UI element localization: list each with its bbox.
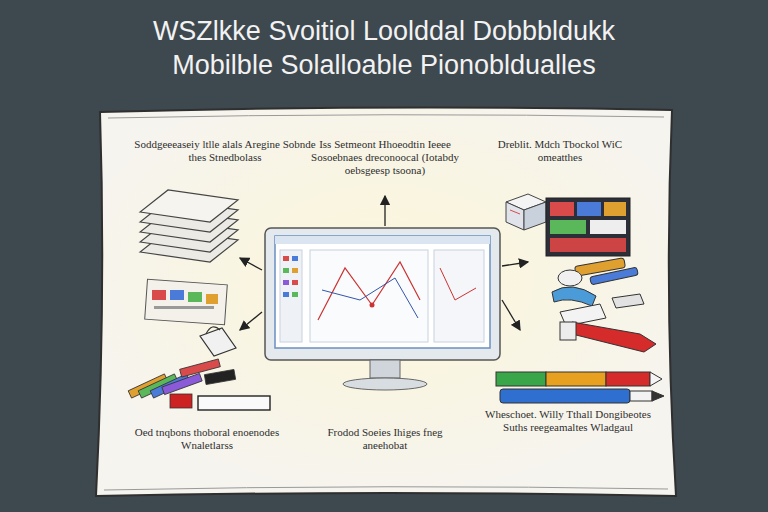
note-label: Soddgeeeaseiy ltlle alals Aregine Sobnde…	[130, 138, 320, 164]
note-label: Oed tnqbons thoboral enoenodes Wnaletlar…	[118, 426, 296, 452]
note-label-holder: Iss Setmeont Hhoeodtin Ieeee Sosoebnaes …	[298, 138, 472, 177]
note-label: Wheschoet. Willy Tthall Dongibeotes Suth…	[480, 408, 656, 434]
note-label-holder: Soddgeeeaseiy ltlle alals Aregine Sobnde…	[130, 138, 320, 164]
diagram-title-holder: WSZlkke Svoitiol Loolddal Dobbbldukk Mob…	[104, 14, 664, 82]
note-label-holder: Oed tnqbons thoboral enoenodes Wnaletlar…	[118, 426, 296, 452]
note-label-holder: Frodod Soeies Ihiges fneg aneehobat	[308, 426, 462, 452]
note-label-holder: Wheschoet. Willy Tthall Dongibeotes Suth…	[480, 408, 656, 434]
note-label: Dreblit. Mdch Tbockol WiC omeatthes	[484, 138, 636, 164]
note-label-holder: Dreblit. Mdch Tbockol WiC omeatthes	[484, 138, 636, 164]
diagram-title: WSZlkke Svoitiol Loolddal Dobbbldukk Mob…	[104, 14, 664, 82]
note-label: Iss Setmeont Hhoeodtin Ieeee Sosoebnaes …	[298, 138, 472, 177]
note-label: Frodod Soeies Ihiges fneg aneehobat	[308, 426, 462, 452]
